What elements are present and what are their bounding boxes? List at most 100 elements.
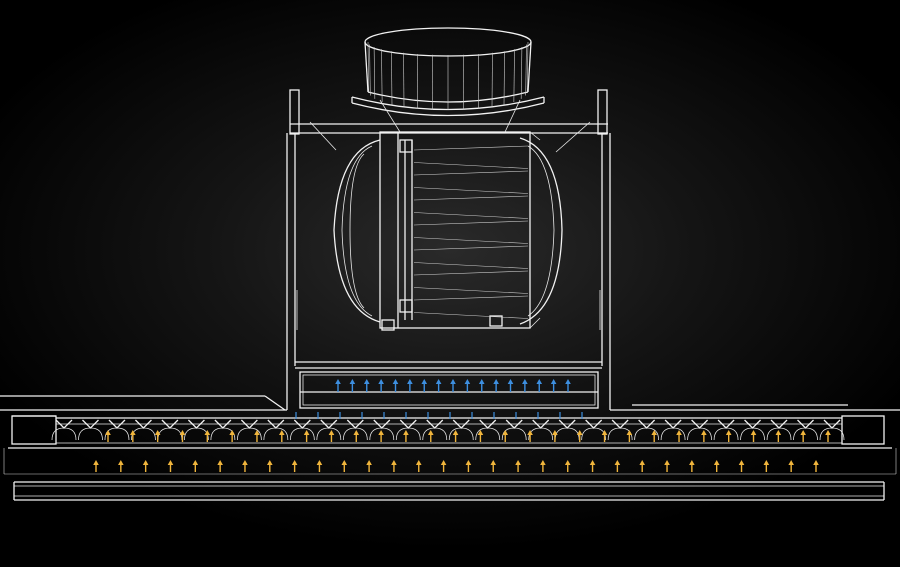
blower-wheel bbox=[309, 99, 591, 331]
intake-arrow bbox=[427, 430, 434, 442]
intake-arrow bbox=[192, 460, 199, 472]
intake-arrow bbox=[142, 460, 149, 472]
intake-arrow bbox=[564, 460, 571, 472]
intake-arrow bbox=[118, 460, 124, 472]
intake-arrow bbox=[713, 460, 720, 472]
intake-arrow bbox=[452, 430, 459, 442]
exhaust-arrow bbox=[493, 379, 499, 392]
intake-arrow bbox=[477, 430, 484, 442]
intake-arrow bbox=[266, 460, 273, 472]
vent-louver bbox=[157, 419, 183, 441]
vent-louver bbox=[369, 419, 395, 441]
exhaust-arrow bbox=[363, 379, 370, 392]
intake-arrow bbox=[328, 430, 335, 442]
vent-louver bbox=[78, 419, 103, 441]
exhaust-arrow bbox=[421, 379, 428, 392]
vent-louver bbox=[766, 419, 792, 441]
vent-louver bbox=[660, 419, 686, 441]
vent-louver bbox=[819, 419, 845, 441]
exhaust-arrow bbox=[565, 379, 571, 392]
intake-arrow bbox=[701, 430, 707, 442]
intake-arrow bbox=[800, 430, 806, 442]
exhaust-arrow bbox=[507, 379, 514, 392]
intake-arrow bbox=[254, 430, 260, 442]
intake-airflow-arrows bbox=[93, 430, 831, 472]
intake-arrow bbox=[93, 460, 99, 472]
vent-louver bbox=[342, 419, 368, 441]
intake-arrow bbox=[291, 460, 298, 472]
exhaust-arrow bbox=[464, 379, 471, 392]
intake-arrow bbox=[366, 460, 372, 472]
exhaust-arrow bbox=[335, 379, 341, 392]
duct-collar bbox=[351, 27, 545, 117]
intake-arrow bbox=[664, 460, 670, 472]
intake-arrow bbox=[353, 430, 360, 442]
vent-louver bbox=[448, 419, 474, 441]
vent-louver bbox=[687, 419, 712, 441]
vent-louver bbox=[607, 419, 633, 441]
intake-arrow bbox=[825, 430, 831, 442]
vent-louver bbox=[422, 419, 448, 441]
intake-arrow bbox=[527, 430, 533, 442]
intake-arrow bbox=[775, 430, 782, 442]
intake-arrow bbox=[614, 460, 621, 472]
intake-arrow bbox=[589, 460, 596, 472]
vent-louver bbox=[184, 419, 209, 441]
intake-arrow bbox=[229, 430, 235, 442]
intake-arrow bbox=[502, 430, 509, 442]
exhaust-arrow bbox=[550, 379, 557, 392]
intake-arrow bbox=[552, 430, 558, 442]
exhaust-arrow bbox=[378, 379, 384, 392]
intake-arrow bbox=[750, 430, 757, 442]
vent-louver bbox=[316, 419, 342, 441]
vent-louver bbox=[263, 419, 289, 441]
intake-arrow bbox=[465, 460, 472, 472]
vent-louver bbox=[581, 419, 607, 441]
exhaust-arrow bbox=[522, 379, 528, 392]
vent-louver bbox=[236, 419, 262, 441]
intake-arrow bbox=[689, 460, 695, 472]
intake-arrow bbox=[179, 430, 186, 442]
intake-arrow bbox=[391, 460, 397, 472]
ceiling-panel bbox=[0, 395, 900, 501]
intake-arrow bbox=[105, 430, 111, 442]
exhaust-arrow bbox=[435, 379, 442, 392]
intake-arrow bbox=[217, 460, 223, 472]
intake-arrow bbox=[440, 460, 447, 472]
intake-arrow bbox=[204, 430, 211, 442]
intake-arrow bbox=[651, 430, 658, 442]
intake-arrow bbox=[154, 430, 161, 442]
exhaust-arrow bbox=[478, 379, 485, 392]
exhaust-arrow bbox=[536, 379, 543, 392]
vent-louver bbox=[634, 419, 660, 441]
vent-louver bbox=[713, 419, 739, 441]
exhaust-arrow bbox=[407, 379, 413, 392]
intake-arrow bbox=[738, 460, 745, 472]
vent-louver bbox=[395, 419, 421, 441]
intake-arrow bbox=[540, 460, 546, 472]
vent-louver bbox=[131, 419, 156, 441]
intake-arrow bbox=[639, 460, 646, 472]
intake-arrow bbox=[167, 460, 174, 472]
intake-arrow bbox=[626, 430, 633, 442]
intake-arrow bbox=[788, 460, 794, 472]
intake-arrow bbox=[813, 460, 819, 472]
vent-louver bbox=[554, 419, 580, 441]
intake-arrow bbox=[130, 430, 136, 442]
vent-louver bbox=[793, 419, 818, 441]
vent-louver bbox=[289, 419, 315, 441]
vent-louver bbox=[210, 419, 236, 441]
vent-louver bbox=[528, 419, 554, 441]
exhaust-airflow-arrows bbox=[295, 379, 583, 419]
vent-louver bbox=[740, 419, 765, 441]
vent-louvers bbox=[51, 419, 845, 441]
intake-arrow bbox=[763, 460, 770, 472]
intake-arrow bbox=[515, 460, 521, 472]
vent-louver bbox=[475, 419, 501, 441]
intake-arrow bbox=[278, 430, 285, 442]
exhaust-arrow bbox=[450, 379, 456, 392]
intake-arrow bbox=[676, 430, 682, 442]
intake-arrow bbox=[242, 460, 248, 472]
